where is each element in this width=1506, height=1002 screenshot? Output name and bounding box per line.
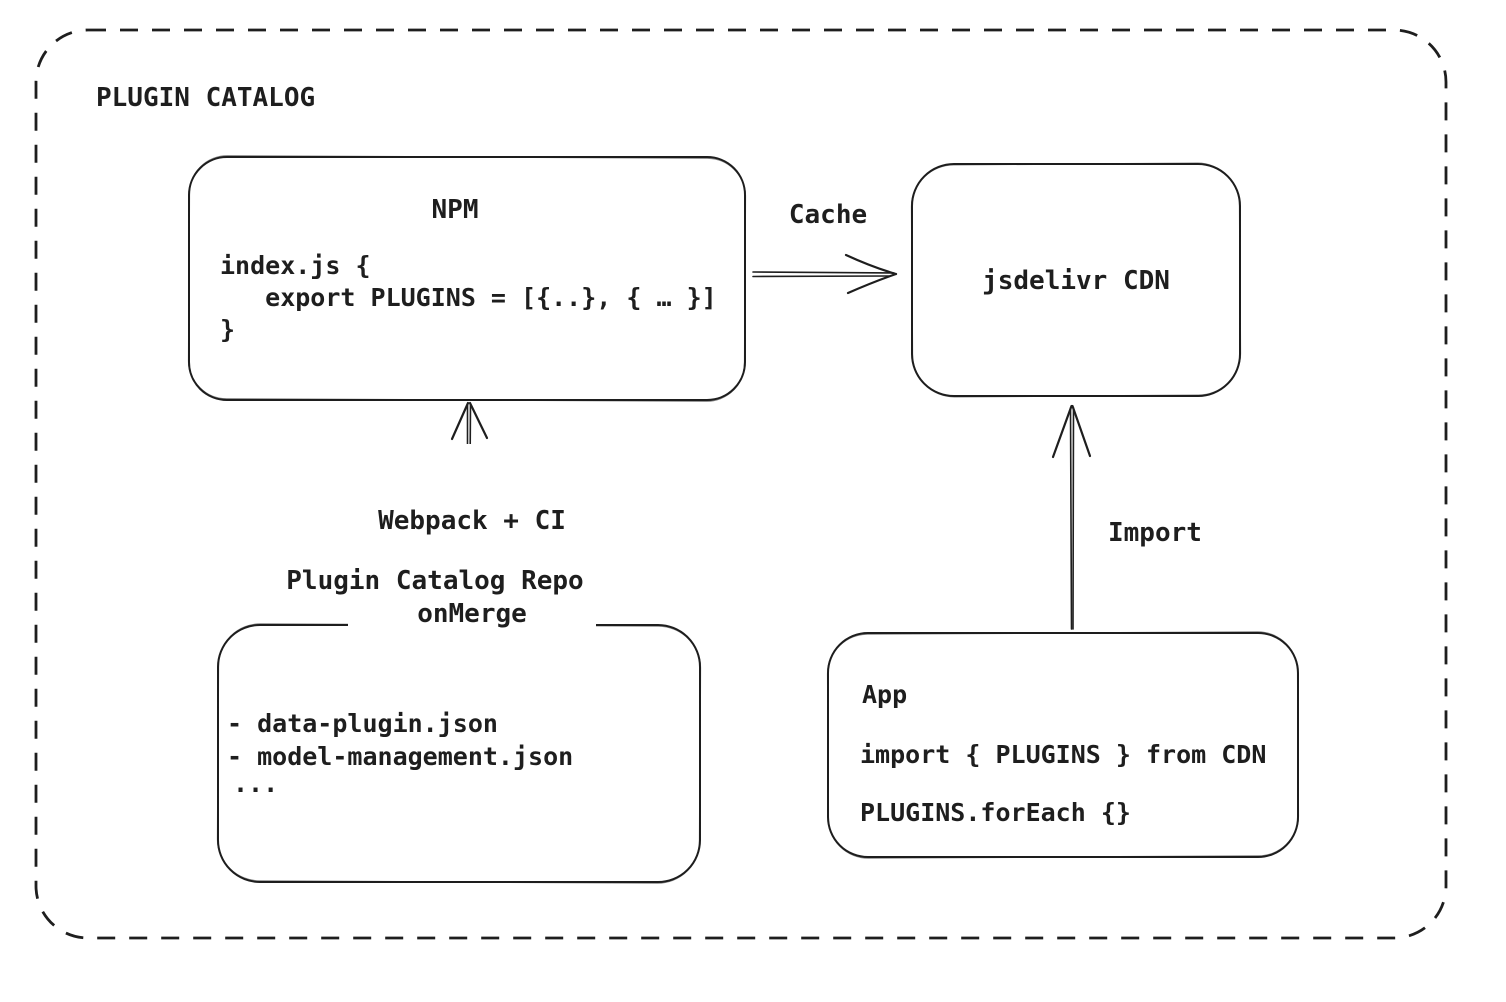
npm-code-line-1: index.js {: [220, 251, 371, 280]
import-arrow: [1051, 404, 1092, 630]
import-arrow-label: Import: [1108, 518, 1202, 548]
repo-node-heading: Plugin Catalog Repo: [286, 566, 584, 596]
npm-code-line-3: }: [220, 315, 236, 344]
npm-node-box-sketch: [187, 155, 747, 402]
catalog-boundary: [34, 28, 1448, 940]
npm-code-line-2: export PLUGINS = [{..}, { … }]: [220, 283, 717, 312]
app-code-line-2: PLUGINS.forEach {}: [860, 798, 1131, 827]
cdn-node-label: jsdelivr CDN: [982, 266, 1170, 296]
diagram-title: PLUGIN CATALOG: [96, 83, 316, 113]
cache-arrow-label: Cache: [788, 200, 868, 230]
app-node-box-sketch: [826, 631, 1300, 859]
npm-node-title: NPM: [431, 195, 479, 225]
build-arrow-label: Webpack + CI onMerge: [348, 444, 596, 692]
repo-file-line-1: - data-plugin.json: [227, 709, 498, 738]
app-node-title: App: [862, 680, 908, 709]
build-arrow-label-line-1: Webpack + CI: [378, 506, 566, 536]
repo-file-line-3: ...: [233, 769, 279, 798]
cdn-node-box-sketch: [910, 162, 1242, 398]
app-code-line-1: import { PLUGINS } from CDN: [860, 740, 1267, 769]
build-arrow-label-line-2: onMerge: [417, 599, 527, 629]
cache-arrow: [752, 253, 898, 295]
repo-file-line-2: - model-management.json: [227, 742, 574, 771]
